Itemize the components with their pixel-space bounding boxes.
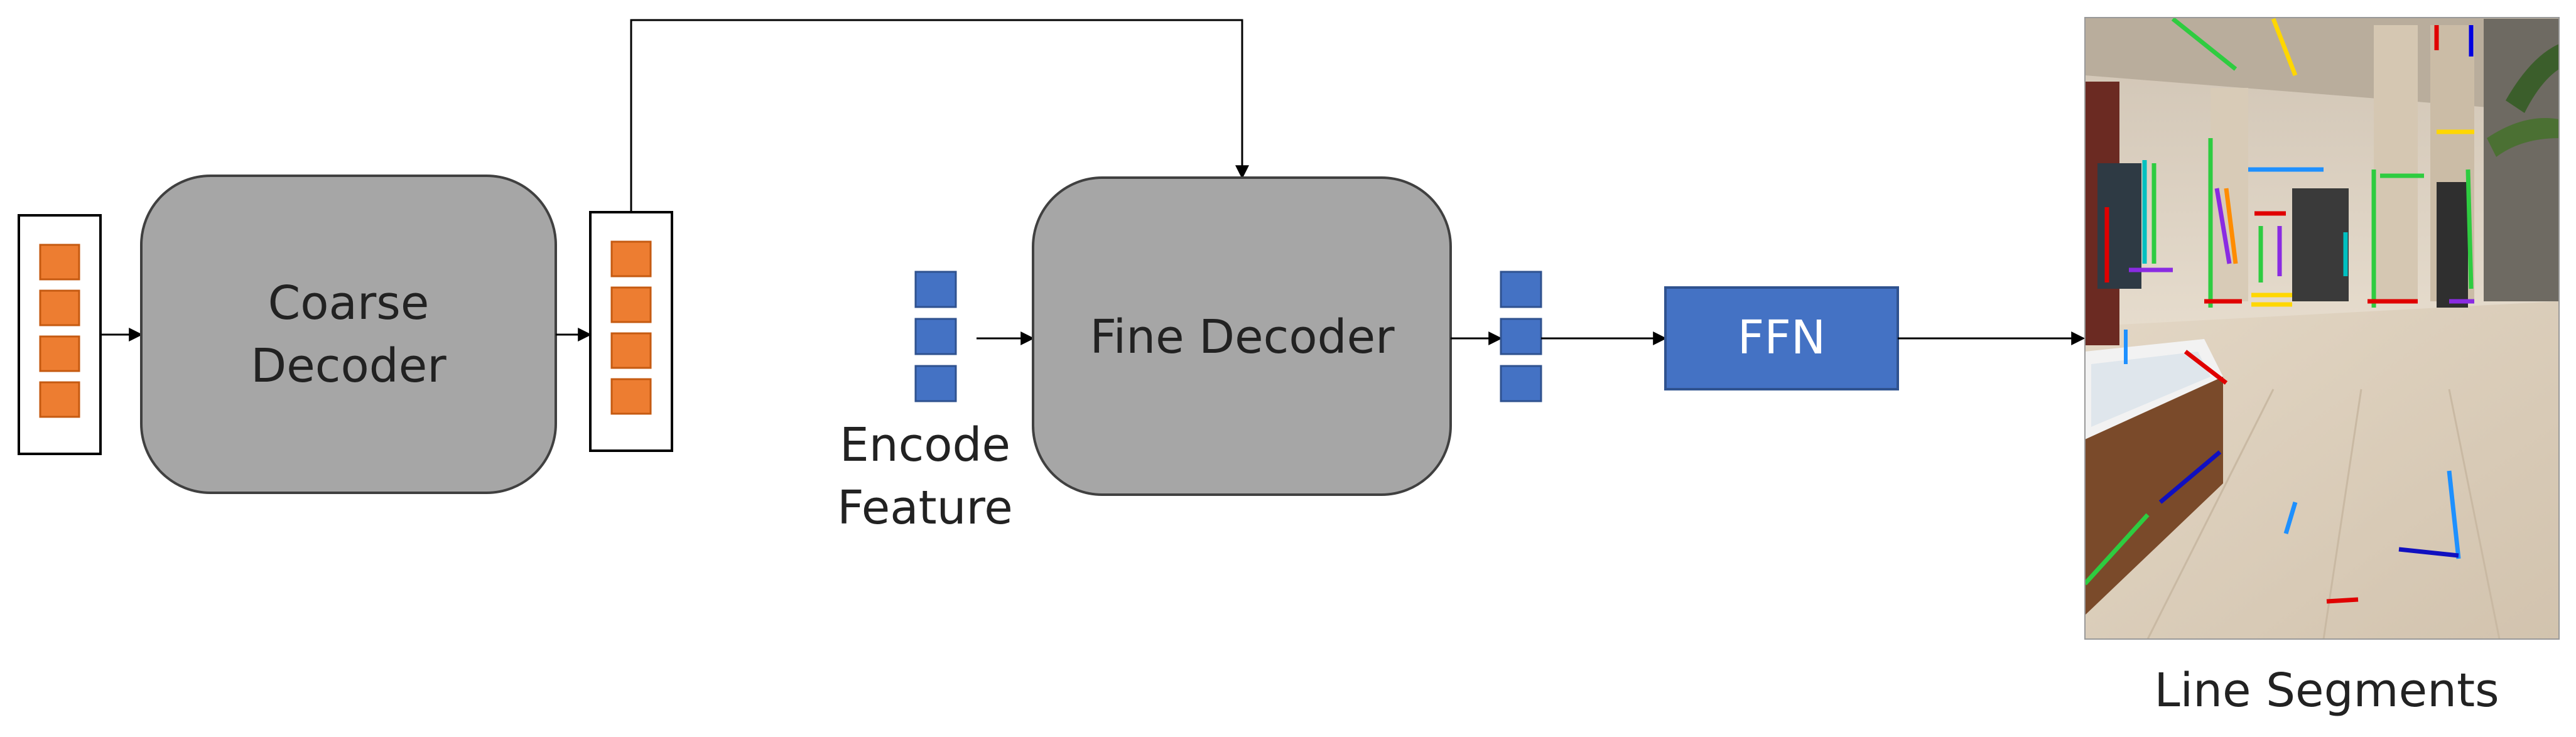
feature-token <box>1500 318 1542 355</box>
feature-token <box>914 318 957 355</box>
output-label: Line Segments <box>2154 664 2499 718</box>
query-token <box>39 244 80 281</box>
query-token <box>610 240 652 277</box>
fine-decoder-label: Fine Decoder <box>1090 310 1395 364</box>
coarse-decoder-box <box>140 175 557 494</box>
query-token <box>610 378 652 415</box>
encode-feature-label-line1: Encode <box>840 418 1010 472</box>
fine-decoder: Fine Decoder <box>1032 176 1452 496</box>
fine-decoder-box <box>1032 176 1452 496</box>
ffn: FFN <box>1664 286 1899 390</box>
query-token <box>610 332 652 369</box>
query-token <box>39 381 80 418</box>
coarse-decoder-label-line1: Coarse <box>268 276 430 330</box>
query-token <box>39 289 80 326</box>
feature-token <box>914 365 957 402</box>
query-token <box>39 335 80 372</box>
feature-token <box>1500 365 1542 402</box>
feature-token <box>914 271 957 308</box>
decoded-feature-stack <box>1500 271 1542 402</box>
coarse-decoder-label-line2: Decoder <box>251 339 446 393</box>
line-segments-photo-icon <box>2084 17 2560 640</box>
coarse-decoder: Coarse Decoder <box>140 175 557 494</box>
refined-query-stack <box>589 211 673 452</box>
ffn-label: FFN <box>1738 311 1826 365</box>
query-token <box>610 286 652 323</box>
output-photo-frame <box>2084 17 2560 640</box>
encode-feature-stack <box>914 271 957 402</box>
arrow-queries-to-fine-decoder <box>630 19 1249 212</box>
encode-feature-label-line2: Feature <box>837 481 1013 535</box>
feature-token <box>1500 271 1542 308</box>
ffn-box <box>1664 286 1899 390</box>
input-query-stack <box>18 214 102 455</box>
